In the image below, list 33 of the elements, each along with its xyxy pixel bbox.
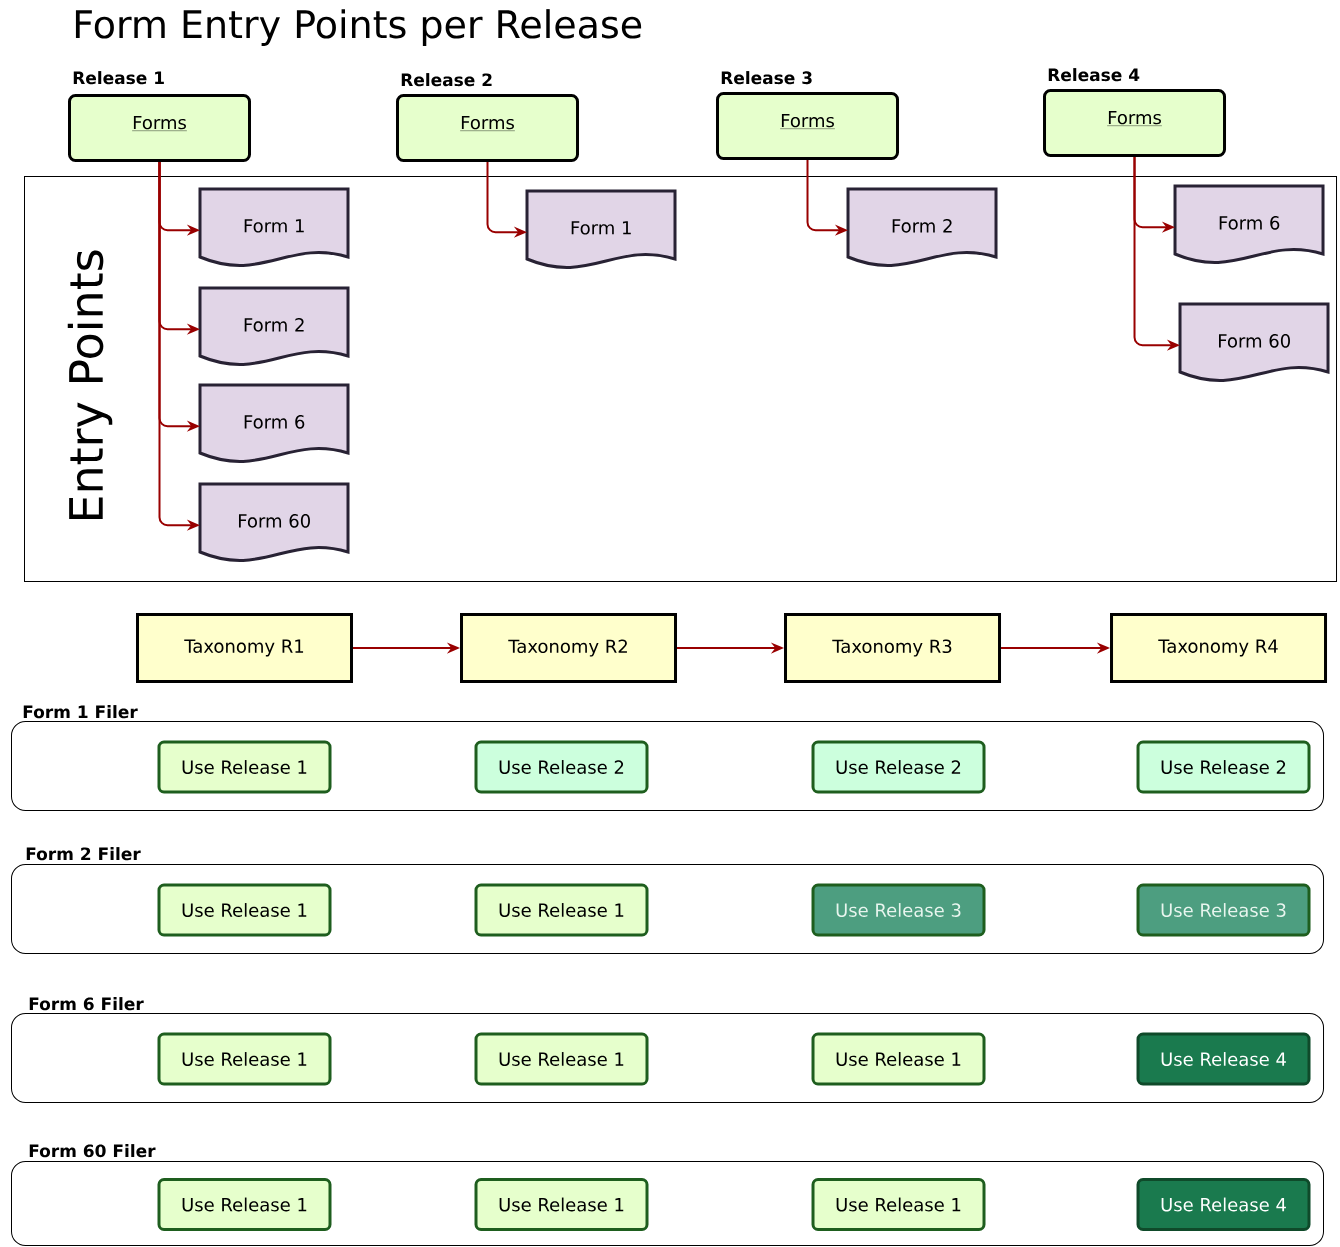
node-label: Form 60 Filer bbox=[29, 1144, 156, 1158]
taxonomy-box: Taxonomy R4 bbox=[1110, 613, 1327, 683]
release-box: Use Release 1 bbox=[157, 740, 332, 794]
release-box: Use Release 4 bbox=[1136, 1032, 1311, 1086]
node-label: Release 3 bbox=[721, 71, 812, 85]
node-label: Release 1 bbox=[73, 71, 164, 85]
node-label: Form 6 Filer bbox=[29, 997, 144, 1011]
release-box: Use Release 1 bbox=[157, 1178, 332, 1231]
release-box: Use Release 1 bbox=[474, 1178, 649, 1231]
release-box: Use Release 1 bbox=[474, 883, 649, 937]
node-label: Release 4 bbox=[1048, 68, 1140, 82]
release-box: Use Release 4 bbox=[1136, 1178, 1311, 1231]
release-box: Use Release 1 bbox=[811, 1178, 986, 1231]
node-label: Form 1 Filer bbox=[23, 705, 138, 719]
release-box: Use Release 2 bbox=[474, 740, 649, 794]
release-box: Use Release 3 bbox=[811, 883, 986, 937]
release-box: Use Release 1 bbox=[811, 1032, 986, 1086]
forms-box: Release 2 Forms bbox=[396, 73, 579, 162]
taxonomy-box: Taxonomy R3 bbox=[784, 613, 1001, 683]
forms-box: Release 4 Forms bbox=[1043, 68, 1226, 157]
release-box: Use Release 2 bbox=[1136, 740, 1311, 794]
release-box: Use Release 3 bbox=[1136, 883, 1311, 937]
forms-box: Release 1 Forms bbox=[68, 71, 251, 162]
forms-box: Release 3 Forms bbox=[716, 71, 899, 160]
release-box: Use Release 2 bbox=[811, 740, 986, 794]
node-label: Release 2 bbox=[401, 73, 492, 87]
taxonomy-box: Taxonomy R1 bbox=[136, 613, 353, 683]
title: Form Entry Points per Release bbox=[75, 9, 642, 46]
release-box: Use Release 1 bbox=[157, 883, 332, 937]
taxonomy-box: Taxonomy R2 bbox=[460, 613, 677, 683]
release-box: Use Release 1 bbox=[157, 1032, 332, 1086]
release-box: Use Release 1 bbox=[474, 1032, 649, 1086]
node-label: Form 2 Filer bbox=[26, 847, 141, 861]
